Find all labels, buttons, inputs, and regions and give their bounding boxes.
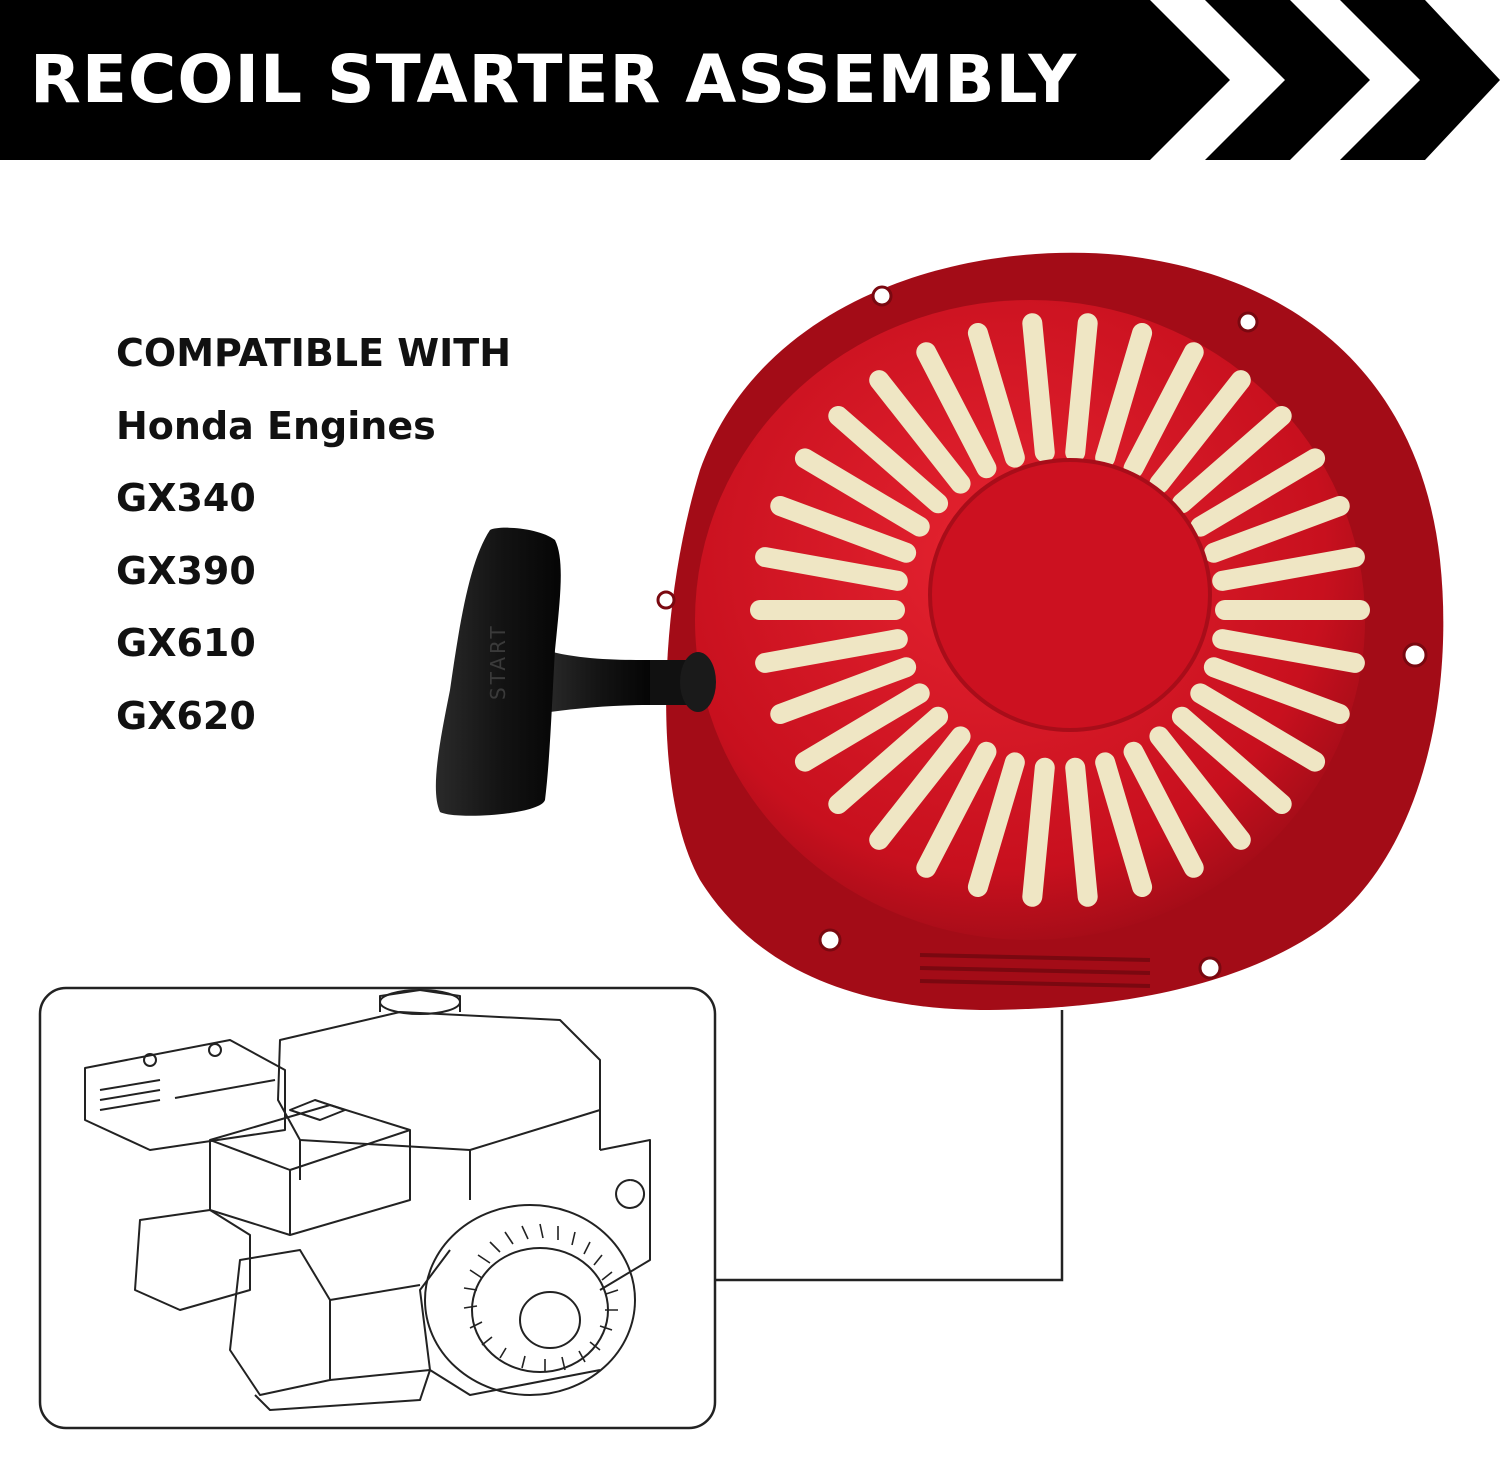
vent-slot (1212, 547, 1365, 591)
vent-slot (916, 342, 997, 479)
vent-slot (1065, 313, 1098, 463)
vent-slot (794, 683, 930, 772)
mount-hole (871, 285, 893, 307)
connector-line (715, 1010, 1064, 1282)
vent-slot (770, 495, 917, 563)
vent-slot (1095, 322, 1153, 468)
vent-slot (1149, 370, 1251, 494)
mount-hole (1237, 311, 1259, 333)
compat-brand: Honda Engines (116, 403, 436, 448)
vent-slot (967, 322, 1025, 468)
vent-slot (1065, 757, 1098, 907)
vent-slot (916, 741, 997, 878)
vent-slot (1190, 448, 1326, 537)
bottom-vents (919, 953, 1151, 988)
compat-heading: COMPATIBLE WITH (116, 331, 512, 375)
vent-slot (1022, 313, 1055, 463)
vent-slot (1171, 405, 1292, 514)
vent-slot (1203, 657, 1350, 725)
vent-slot (1190, 683, 1326, 772)
compat-model: GX390 (116, 548, 256, 593)
vent-slot (1203, 495, 1350, 563)
mount-hole (1198, 956, 1222, 980)
compat-model: GX610 (116, 621, 256, 666)
compat-model: GX340 (116, 476, 256, 521)
compat-model: GX620 (116, 693, 256, 738)
vent-slot (1149, 726, 1251, 850)
banner-background (0, 0, 1500, 160)
vent-slot (1171, 706, 1292, 815)
header-banner: RECOIL STARTER ASSEMBLY (0, 0, 1500, 160)
vent-slot (1123, 342, 1204, 479)
vent-slot (794, 448, 930, 537)
vent-slot (1022, 757, 1055, 907)
vent-slot (967, 752, 1025, 898)
vent-slot (755, 629, 908, 673)
starter-housing (656, 252, 1444, 1011)
banner-title: RECOIL STARTER ASSEMBLY (30, 41, 1078, 118)
chevron-right-icon (1340, 0, 1500, 160)
mount-hole (1402, 642, 1428, 668)
center-hub (928, 458, 1212, 732)
vent-slot (755, 547, 908, 591)
vent-slot (869, 370, 971, 494)
vent-slot (770, 657, 917, 725)
compatibility-list: COMPATIBLE WITH Honda Engines GX340 GX39… (116, 326, 636, 762)
vent-slot (1095, 752, 1153, 898)
vent-slot (869, 726, 971, 850)
vent-slot (1123, 741, 1204, 878)
chevron-right-icon (1205, 0, 1370, 160)
mount-hole (656, 590, 676, 610)
vent-slot (828, 706, 949, 815)
vent-slot (1212, 629, 1365, 673)
engine-line-drawing (84, 989, 651, 1411)
engine-frame (38, 986, 717, 1430)
vent-slot (828, 405, 949, 514)
vent-slots (750, 313, 1370, 907)
mount-hole (818, 928, 842, 952)
